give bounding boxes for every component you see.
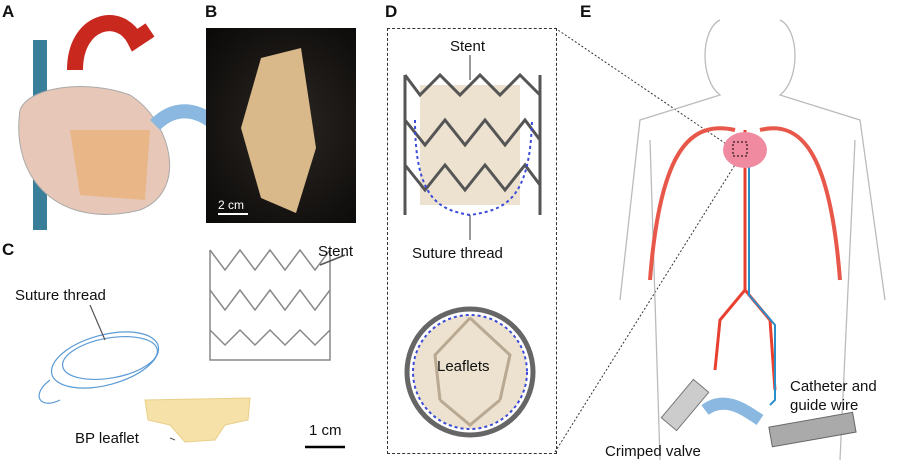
body-illustration <box>619 19 886 461</box>
panel-label-a: A <box>2 2 15 21</box>
label-crimped-valve: Crimped valve <box>605 443 701 460</box>
scale-label-b: 2 cm <box>218 198 245 212</box>
label-stent-c: Stent <box>318 243 354 260</box>
label-suture-d: Suture thread <box>412 245 503 262</box>
label-bp-leaflet: BP leaflet <box>75 430 139 447</box>
scale-bar-b: 2 cm <box>218 198 248 215</box>
heart-illustration <box>18 15 171 230</box>
label-stent-d: Stent <box>450 38 486 55</box>
panel-label-d: D <box>385 2 398 21</box>
stent-photo <box>209 248 346 361</box>
panel-label-e: E <box>580 2 592 21</box>
detail-box <box>387 28 557 454</box>
label-suture-c: Suture thread <box>15 287 106 304</box>
stent-diagram <box>403 55 542 438</box>
panel-label-c: C <box>2 240 15 259</box>
arrow-a-to-b <box>150 104 214 131</box>
label-catheter: Catheter and <box>790 378 877 395</box>
suture-thread <box>38 304 160 404</box>
label-scale-c: 1 cm <box>309 422 342 439</box>
bp-leaflet <box>144 397 251 443</box>
tissue-illustration <box>241 48 316 213</box>
bp-tissue-photo <box>206 28 356 223</box>
panel-label-b: B <box>205 2 218 21</box>
label-leaflets: Leaflets <box>437 358 490 375</box>
label-guide-wire: guide wire <box>790 397 859 414</box>
